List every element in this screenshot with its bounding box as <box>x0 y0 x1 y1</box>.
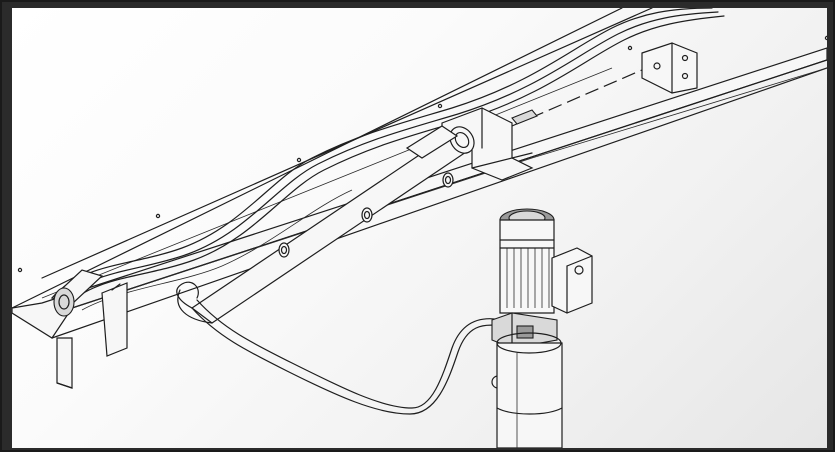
pipe-clamps <box>278 172 454 258</box>
pump-column <box>496 332 563 448</box>
pump-motor <box>499 208 555 314</box>
mounting-bracket-right <box>511 42 698 127</box>
assembly-drawing <box>12 8 827 448</box>
spray-pipe <box>176 125 475 324</box>
mounting-bracket-left <box>50 269 128 357</box>
trough-channel <box>12 8 827 389</box>
guide-rail <box>51 8 725 311</box>
drawing-panel <box>12 8 827 448</box>
terminal-box <box>551 247 593 314</box>
hose-line <box>191 299 503 415</box>
